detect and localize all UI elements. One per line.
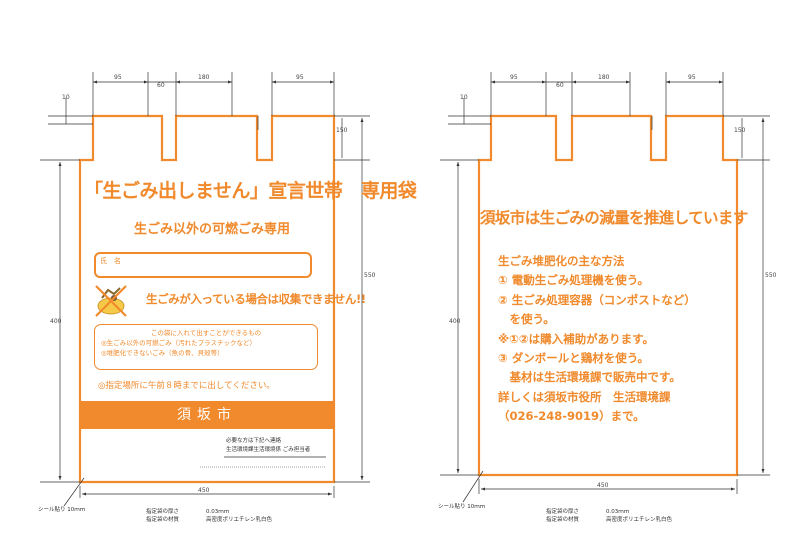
front-dim-c: 180 (198, 74, 210, 81)
front-note-line: ◎生ごみ以外の可燃ごみ（汚れたプラスチックなど） (101, 339, 257, 347)
back-text-block: 生ごみ堆肥化の主な方法 ① 電動生ごみ処理機を使う。 ② 生ごみ処理容器（コンポ… (498, 252, 696, 427)
back-bag-outline (477, 114, 739, 477)
front-dim-tab: 10 (62, 94, 70, 101)
back-dimension-arrows (456, 80, 765, 491)
front-dim-width: 450 (198, 487, 210, 494)
front-subtitle: 生ごみ以外の可燃ごみ専用 (133, 222, 290, 237)
front-dim-total-height: 550 (364, 272, 376, 279)
spec-value: 高密度ポリエチレン乳白色 (606, 517, 673, 523)
front-notes-box: この袋に入れて出すことができるもの ◎生ごみ以外の可燃ごみ（汚れたプラスチックな… (94, 324, 318, 370)
back-dim-d: 95 (688, 74, 696, 81)
front-warning: 生ごみが入っている場合は収集できません!! (146, 292, 366, 306)
spec-label: 指定袋の材質 (546, 517, 580, 523)
back-line: ① 電動生ごみ処理機を使う。 (498, 273, 650, 288)
back-spec-values: 0.03ｍｍ 高密度ポリエチレン乳白色 (606, 508, 672, 524)
front-spec-labels: 指定袋の厚さ 指定袋の材質 (146, 508, 179, 524)
back-dim-handle: 150 (734, 127, 746, 134)
back-dim-tab: 10 (460, 94, 468, 101)
front-notice: ◎指定場所に午前８時までに出してください。 (98, 381, 275, 391)
front-dimension-arrows (58, 80, 364, 496)
back-dim-width: 450 (597, 482, 609, 489)
front-note-line: ◎堆肥化できないごみ（魚の骨、貝殻等） (101, 349, 224, 357)
front-corner-label: シール貼り 10ｍｍ (38, 507, 86, 513)
front-dim-a: 95 (114, 74, 122, 81)
back-dim-a: 95 (510, 74, 518, 81)
distributor-line: 生活環境課生活環境係 ごみ担当者 (226, 447, 311, 453)
back-spec-labels: 指定袋の厚さ 指定袋の材質 (546, 508, 579, 524)
back-dim-b: 60 (556, 82, 564, 89)
back-dim-c: 180 (598, 74, 610, 81)
back-line: ③ ダンボールと鶏材を使う。 (498, 351, 650, 366)
front-note-line: この袋に入れて出すことができるもの (150, 329, 262, 337)
back-line: 基材は生活環境課で販売中です。 (498, 370, 681, 385)
spec-label: 指定袋の厚さ (146, 509, 180, 515)
front-bag-outline (78, 114, 336, 484)
back-line: 生ごみ堆肥化の主な方法 (498, 254, 625, 268)
crossed-out-garbage-icon (95, 285, 127, 317)
name-label: 氏 名 (100, 257, 121, 265)
back-line: を使う。 (498, 312, 555, 327)
front-dim-height: 400 (50, 318, 62, 325)
back-line: 詳しくは須坂市役所 生活環境課 (498, 389, 671, 404)
back-dimension-lines (440, 72, 770, 503)
back-dim-total-height: 550 (765, 272, 777, 279)
spec-value: 0.03ｍｍ (606, 509, 630, 515)
front-spec-values: 0.03ｍｍ 高密度ポリエチレン乳白色 (206, 508, 272, 524)
spec-label: 指定袋の材質 (146, 517, 180, 523)
back-line: ② 生ごみ処理容器（コンポストなど） (498, 292, 696, 307)
back-dim-height: 400 (449, 318, 461, 325)
city-name-bar: 須坂市 (80, 401, 334, 429)
front-dim-b: 60 (157, 82, 165, 89)
spec-label: 指定袋の厚さ (546, 509, 580, 515)
spec-value: 0.03ｍｍ (206, 509, 230, 515)
back-line: （026-248-9019）まで。 (498, 409, 645, 424)
front-title: 「生ごみ出しません」宣言世帯 専用袋 (84, 180, 417, 202)
back-corner-label: シール貼り 10ｍｍ (438, 504, 486, 510)
front-distributor: 必要な方は下記へ連絡 生活環境課生活環境係 ごみ担当者 (226, 437, 310, 455)
back-line: ※①②は購入補助があります。 (498, 331, 655, 346)
distributor-line: 必要な方は下記へ連絡 (226, 438, 282, 444)
front-dim-d: 95 (296, 74, 304, 81)
back-title: 須坂市は生ごみの減量を推進しています (480, 209, 748, 227)
front-dim-handle: 150 (336, 127, 348, 134)
front-dimension-lines (40, 72, 370, 507)
name-field-box (94, 252, 312, 278)
spec-value: 高密度ポリエチレン乳白色 (206, 517, 273, 523)
